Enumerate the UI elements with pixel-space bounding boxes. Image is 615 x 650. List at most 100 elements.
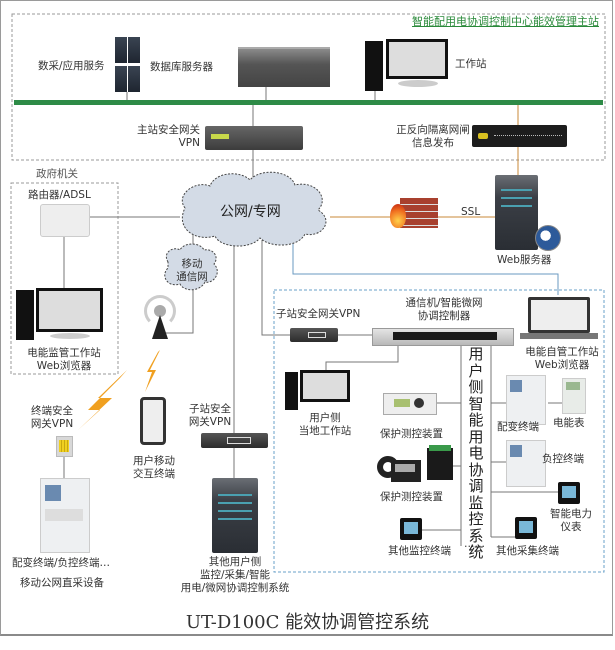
vertical-label-char: 户 xyxy=(468,361,484,380)
isolation-gateway-icon xyxy=(472,125,567,147)
vertical-label-char: 智 xyxy=(468,394,484,413)
terminal-vpn-label: 终端安全 网关VPN xyxy=(22,405,82,431)
laptop-screen-icon xyxy=(528,297,590,333)
local-ws-tower-icon xyxy=(285,372,298,410)
local-ws-monitor-icon xyxy=(300,370,350,402)
protection-device-2-icon xyxy=(377,445,453,483)
vertical-label-char: 能 xyxy=(468,411,484,429)
vertical-label-char: 系 xyxy=(468,526,484,545)
main-vpn-label-line2: VPN xyxy=(178,137,200,149)
vertical-label-char: 协 xyxy=(468,460,484,479)
vertical-label-char: 控 xyxy=(468,510,484,528)
vertical-label-char: 用 xyxy=(468,345,484,363)
gov-workstation-stand-icon xyxy=(50,333,90,339)
vertical-label-char: 用 xyxy=(468,427,484,446)
web-server-icon xyxy=(495,175,538,250)
self-ws-label: 电能自管工作站 Web浏览器 xyxy=(516,346,608,372)
wireless-bolt-large xyxy=(78,370,127,430)
self-ws-label-line1: 电能自管工作站 xyxy=(525,346,599,358)
gov-workstation-monitor-icon xyxy=(36,288,103,332)
direct-device-label-line1: 配变终端/负控终端… xyxy=(12,557,111,569)
energy-meter-icon xyxy=(562,378,586,414)
other-collect-icon xyxy=(515,517,537,539)
distribution-terminal-label: 配变终端 xyxy=(497,421,539,433)
main-station-title[interactable]: 智能配用电协调控制中心能效管理主站 xyxy=(412,15,599,28)
main-vpn-label-line1: 主站安全网关 xyxy=(137,124,200,136)
gov-workstation-label: 电能监管工作站 Web浏览器 xyxy=(14,347,114,373)
network-bus xyxy=(14,100,603,105)
database-server-icon xyxy=(238,47,330,87)
direct-device-label-line2: 移动公网直采设备 xyxy=(20,577,104,589)
controller-label: 通信机/智能微网 协调控制器 xyxy=(400,297,488,323)
ssl-label: SSL xyxy=(461,206,481,218)
local-ws-label: 用户侧 当地工作站 xyxy=(290,412,360,438)
smart-meter-label-line2: 仪表 xyxy=(560,521,582,533)
sub-vpn-label-line1: 子站安全 xyxy=(189,403,231,415)
smart-meter-icon xyxy=(558,482,580,504)
data-app-server-label: 数采/应用服务 xyxy=(38,60,105,72)
government-label: 政府机关 xyxy=(36,168,78,180)
workstation-stand-icon xyxy=(398,80,438,87)
mobile-cloud-label-line1: 移动 xyxy=(181,258,203,270)
web-server-label: Web服务器 xyxy=(497,254,552,266)
controller-label-line1: 通信机/智能微网 xyxy=(405,297,483,309)
sub-vpn-gateway-icon xyxy=(201,433,268,448)
gov-workstation-label-line2: Web浏览器 xyxy=(36,360,92,372)
local-ws-label-line2: 当地工作站 xyxy=(298,425,352,437)
terminal-vpn-label-line2: 网关VPN xyxy=(30,418,74,430)
mobile-network-cloud xyxy=(164,243,218,291)
wireless-bolt-small xyxy=(145,350,160,392)
user-sub-vpn-gateway-icon xyxy=(290,328,338,342)
terminal-vpn-label-line1: 终端安全 xyxy=(31,405,73,417)
energy-meter-label: 电能表 xyxy=(553,417,585,429)
controller-label-line2: 协调控制器 xyxy=(417,310,471,322)
public-cloud-label: 公网/专网 xyxy=(220,204,281,220)
mobile-phone-icon xyxy=(140,397,166,445)
database-server-label: 数据库服务器 xyxy=(150,61,213,73)
sim-card-icon xyxy=(56,436,73,457)
isolation-label-line1: 正反向隔离网闸 xyxy=(396,124,470,136)
firewall-icon xyxy=(390,196,438,230)
load-control-label: 负控终端 xyxy=(542,453,584,465)
isolation-label-line2: 信息发布 xyxy=(412,137,454,149)
user-side-system-label: 用户侧智能用电协调监控系统 xyxy=(467,346,485,561)
protection-device-1-icon xyxy=(383,393,437,415)
main-vpn-gateway-icon xyxy=(205,126,303,150)
vertical-label-char: 电 xyxy=(468,444,484,462)
mobile-cloud-label-line2: 通信网 xyxy=(176,271,208,283)
local-ws-label-line1: 用户侧 xyxy=(309,412,341,424)
sub-vpn-label: 子站安全 网关VPN xyxy=(180,403,240,429)
phone-label-line1: 用户移动 xyxy=(133,455,175,467)
gov-workstation-tower-icon xyxy=(16,290,34,340)
laptop-base-icon xyxy=(520,333,598,339)
ellipsis-label: …… xyxy=(464,538,485,550)
direct-collect-device-icon xyxy=(40,478,90,553)
router-label: 路由器/ADSL xyxy=(28,189,91,201)
smart-meter-label: 智能电力 仪表 xyxy=(543,508,599,534)
government-boundary xyxy=(10,182,119,375)
vertical-label-char: 调 xyxy=(468,477,484,495)
other-monitor-label: 其他监控终端 xyxy=(388,545,451,557)
system-title: UT-D100C 能效协调管控系统 xyxy=(185,612,430,633)
user-side-boundary xyxy=(273,289,605,573)
load-control-terminal-icon xyxy=(506,440,546,487)
controller-icon xyxy=(372,328,514,346)
diagram-frame xyxy=(0,0,613,636)
data-app-server-icon xyxy=(115,37,141,93)
other-system-server-icon xyxy=(212,478,258,553)
other-system-label: 其他用户侧 监控/采集/智能 用电/微网协调控制系统 xyxy=(168,556,302,595)
vertical-label-char: 侧 xyxy=(468,378,484,396)
user-sub-vpn-label: 子站安全网关VPN xyxy=(276,308,361,320)
other-monitor-icon xyxy=(400,518,422,540)
main-station-boundary xyxy=(11,13,606,161)
workstation-tower-icon xyxy=(365,41,383,91)
other-collect-label: 其他采集终端 xyxy=(496,545,559,557)
other-system-label-line2: 监控/采集/智能 xyxy=(199,569,271,581)
workstation-monitor-icon xyxy=(386,39,448,79)
cell-tower-icon xyxy=(140,295,180,341)
globe-icon xyxy=(535,225,561,251)
protection-1-label: 保护测控装置 xyxy=(380,428,443,440)
main-vpn-label: 主站安全网关 VPN xyxy=(118,124,200,150)
protection-2-label: 保护测控装置 xyxy=(380,491,443,503)
